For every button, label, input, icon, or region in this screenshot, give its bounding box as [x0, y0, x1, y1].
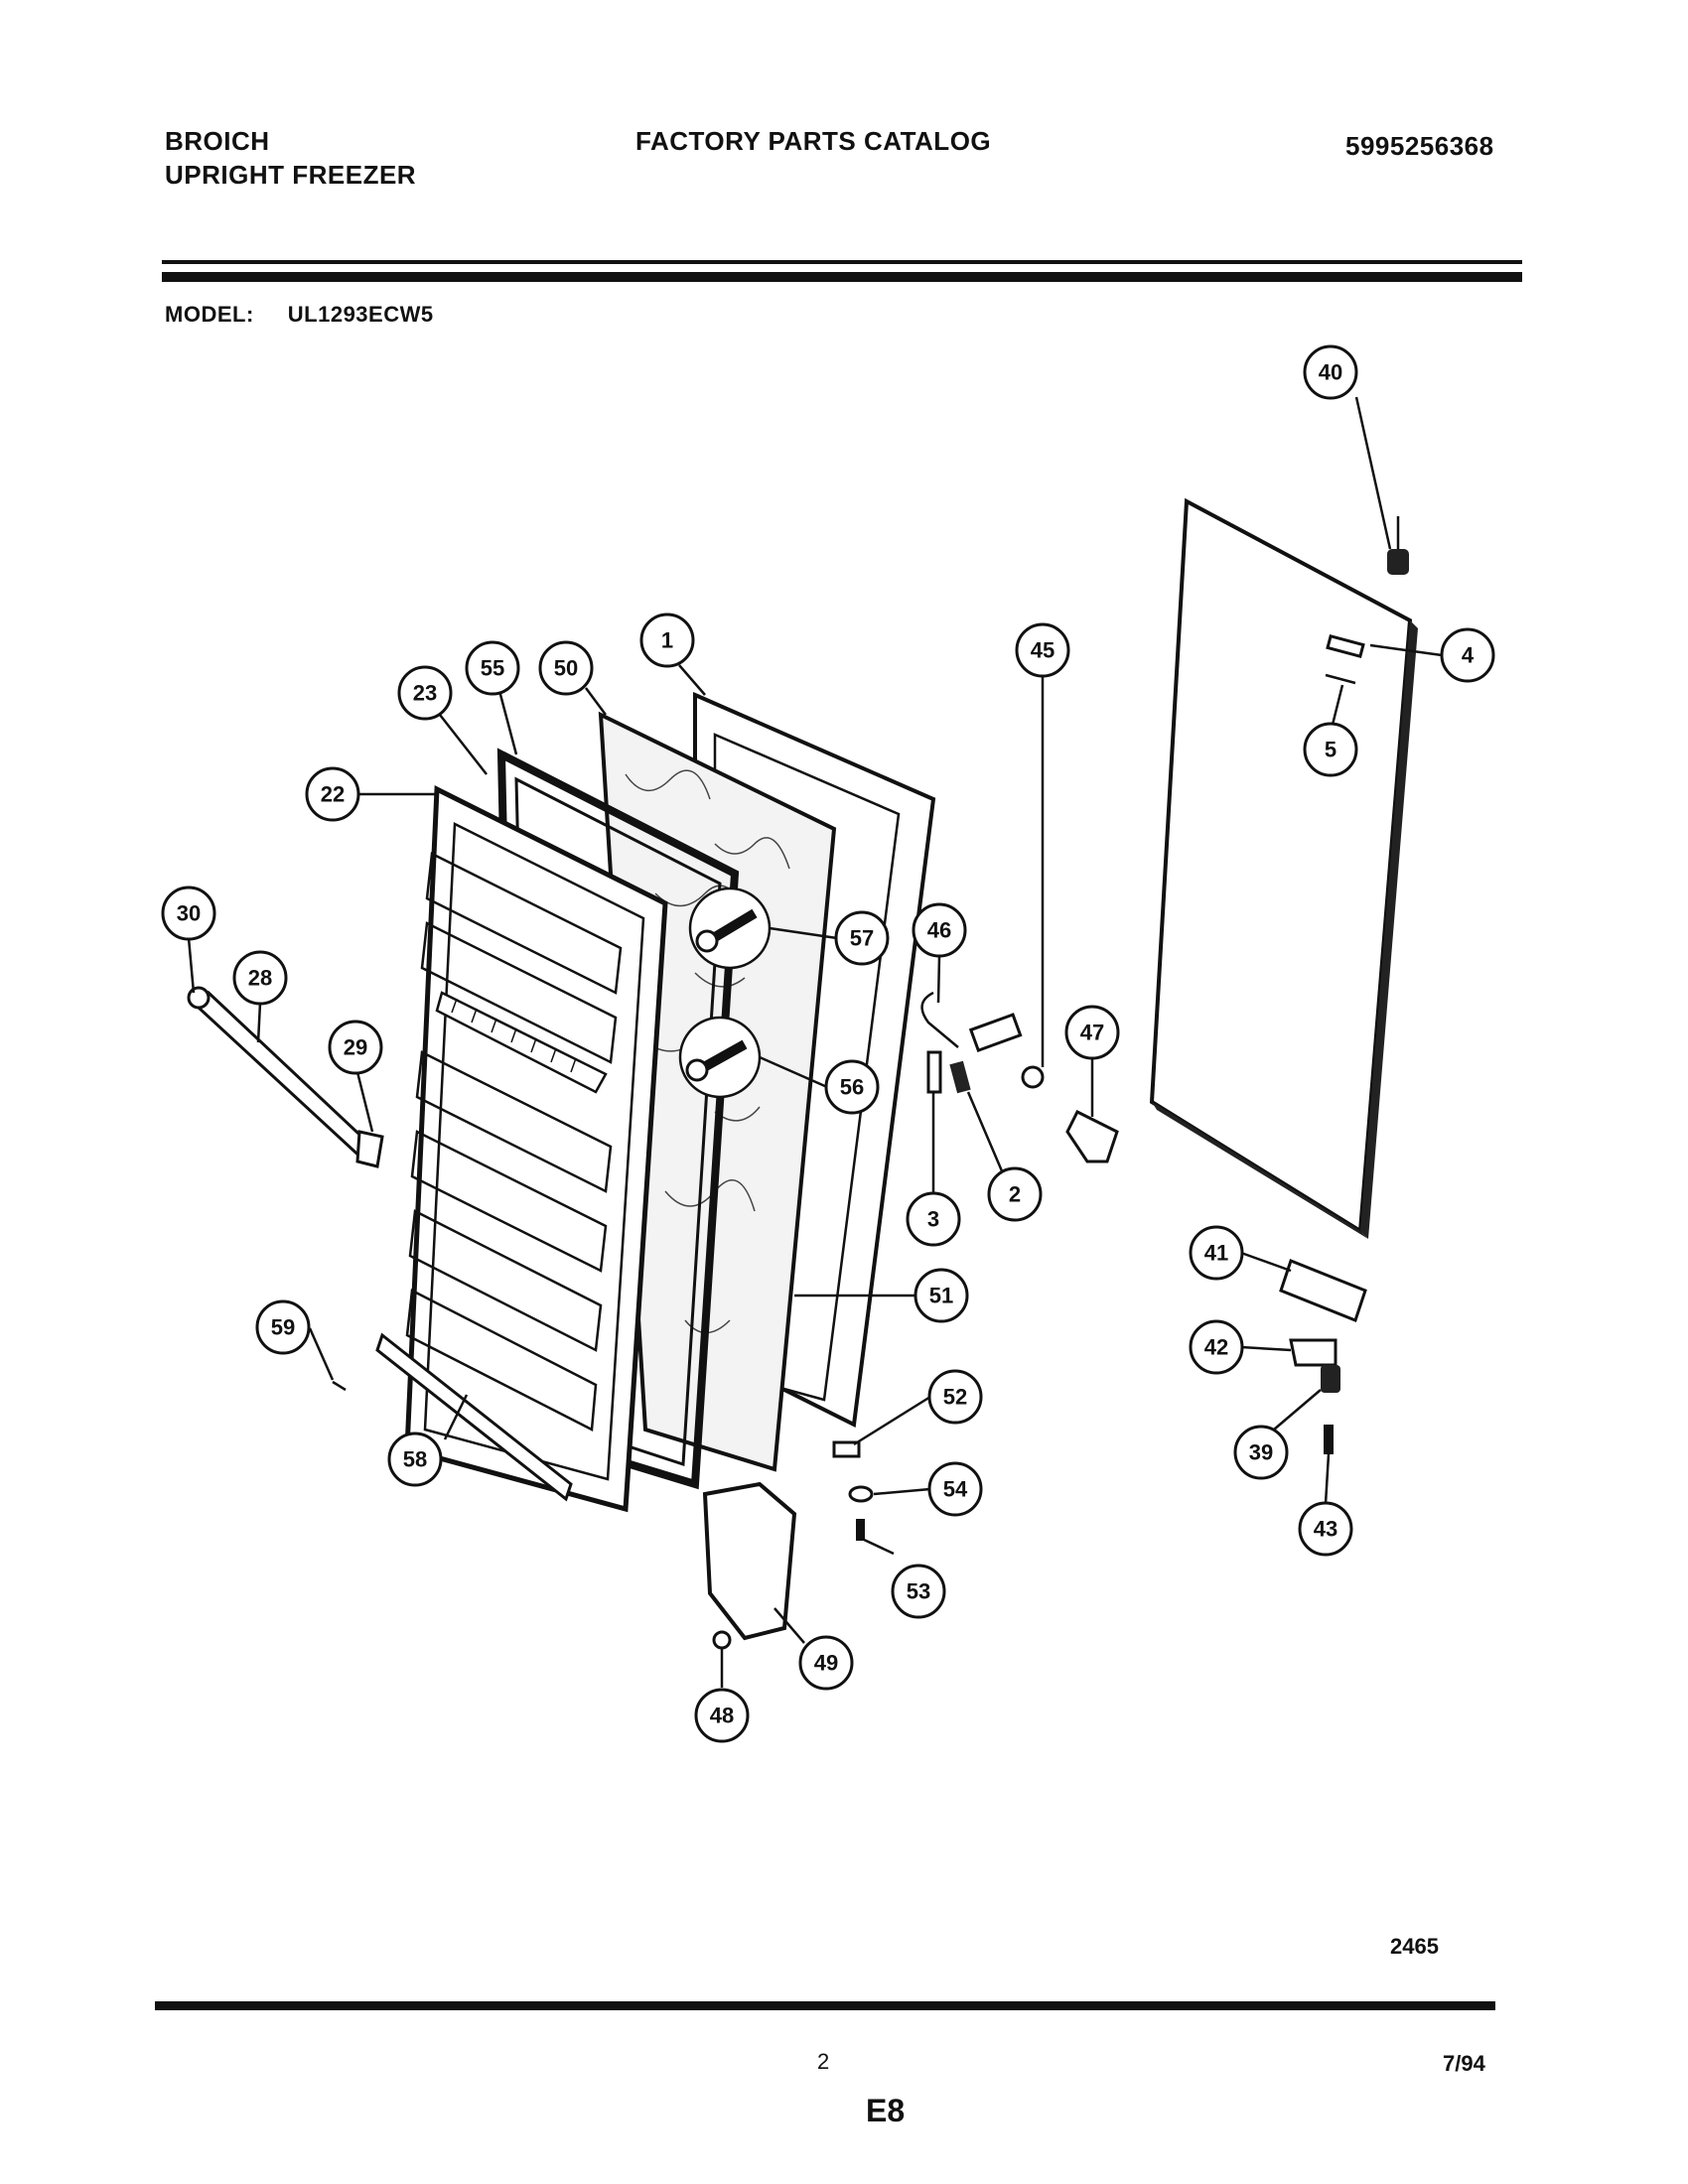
callout-50: 50	[538, 640, 594, 696]
screw-43	[1324, 1425, 1334, 1454]
callout-29: 29	[328, 1020, 383, 1075]
diagram-number: 2465	[1390, 1934, 1439, 1959]
callout-28: 28	[232, 950, 288, 1006]
svg-text:28: 28	[248, 966, 272, 991]
model-value: UL1293ECW5	[287, 302, 434, 327]
hinge-cover-49	[702, 1481, 797, 1641]
outer-door-panel	[1149, 497, 1418, 1239]
section-code: E8	[866, 2093, 906, 2128]
callout-22: 22	[305, 766, 360, 822]
callout-57: 57	[834, 910, 890, 966]
footer-rule	[155, 2001, 1495, 2010]
callout-45: 45	[1015, 622, 1070, 678]
door-bottom-trim	[375, 1332, 573, 1502]
svg-text:29: 29	[344, 1035, 367, 1060]
svg-text:52: 52	[943, 1385, 967, 1410]
nut-45	[1021, 1065, 1045, 1089]
brand-header: BROICH UPRIGHT FREEZER	[165, 124, 416, 192]
callout-23: 23	[397, 665, 453, 721]
callout-30: 30	[161, 886, 216, 941]
door-handle	[187, 986, 384, 1168]
screw-53	[856, 1519, 865, 1541]
catalog-title: FACTORY PARTS CATALOG	[635, 126, 992, 156]
callout-49: 49	[798, 1635, 854, 1691]
clip-2	[949, 1060, 971, 1094]
svg-text:2: 2	[1009, 1182, 1021, 1207]
inner-door-liner	[404, 785, 668, 1513]
door-screw-56	[678, 1016, 762, 1099]
callout-39: 39	[1233, 1425, 1289, 1480]
svg-text:50: 50	[554, 656, 578, 681]
svg-text:59: 59	[271, 1315, 295, 1340]
svg-text:22: 22	[321, 782, 345, 807]
svg-text:4: 4	[1462, 643, 1475, 668]
callout-53: 53	[891, 1564, 946, 1619]
callout-41: 41	[1189, 1225, 1244, 1281]
callout-51: 51	[914, 1268, 969, 1323]
model-line: MODEL: UL1293ECW5	[165, 298, 434, 332]
svg-text:42: 42	[1204, 1335, 1228, 1360]
svg-text:43: 43	[1314, 1517, 1337, 1542]
header-rule-thick	[162, 272, 1522, 282]
hinge-41	[1279, 1259, 1367, 1322]
svg-text:39: 39	[1249, 1440, 1273, 1465]
svg-text:58: 58	[403, 1447, 427, 1472]
clip-52	[832, 1440, 861, 1458]
svg-text:3: 3	[927, 1207, 939, 1232]
washer-54	[848, 1485, 874, 1503]
callout-47: 47	[1064, 1005, 1120, 1060]
screw-48	[712, 1630, 732, 1650]
callout-2: 2	[987, 1166, 1043, 1222]
svg-text:46: 46	[927, 918, 951, 943]
leader-lines	[187, 396, 1443, 1688]
callout-56: 56	[824, 1059, 880, 1115]
hinge-pin-40	[1387, 516, 1409, 575]
svg-text:54: 54	[943, 1477, 968, 1502]
svg-text:23: 23	[413, 681, 437, 706]
svg-text:56: 56	[840, 1075, 864, 1100]
svg-text:41: 41	[1204, 1241, 1228, 1266]
brand-name: BROICH	[165, 126, 270, 156]
catalog-date: 7/94	[1443, 2051, 1485, 2076]
callout-42: 42	[1189, 1319, 1244, 1375]
callout-46: 46	[912, 902, 967, 958]
callout-40: 40	[1303, 344, 1358, 400]
svg-text:55: 55	[481, 656, 504, 681]
svg-text:1: 1	[661, 628, 673, 653]
model-label: MODEL:	[165, 302, 254, 327]
callout-58: 58	[387, 1432, 443, 1487]
svg-text:57: 57	[850, 926, 874, 951]
callout-4: 4	[1440, 627, 1495, 683]
callout-1: 1	[639, 613, 695, 668]
product-type: UPRIGHT FREEZER	[165, 160, 417, 190]
svg-text:49: 49	[814, 1651, 838, 1676]
svg-text:40: 40	[1319, 360, 1342, 385]
callout-59: 59	[255, 1299, 311, 1355]
catalog-number: 5995256368	[1345, 131, 1494, 161]
svg-text:47: 47	[1080, 1021, 1104, 1045]
lock-cylinder-46	[920, 991, 1023, 1053]
svg-text:30: 30	[177, 901, 201, 926]
svg-text:53: 53	[907, 1579, 930, 1604]
callout-5: 5	[1303, 722, 1358, 777]
svg-text:48: 48	[710, 1704, 734, 1728]
svg-text:45: 45	[1031, 638, 1055, 663]
callout-48: 48	[694, 1688, 750, 1743]
header-rule-thin	[162, 260, 1522, 264]
svg-text:5: 5	[1325, 738, 1336, 762]
callout-43: 43	[1298, 1501, 1353, 1557]
door-screw-57	[688, 887, 772, 970]
callout-54: 54	[927, 1461, 983, 1517]
callout-3: 3	[906, 1191, 961, 1247]
hinge-42	[1289, 1338, 1337, 1367]
clip-3	[926, 1050, 942, 1094]
svg-text:51: 51	[929, 1284, 953, 1308]
page-number: 2	[817, 2049, 830, 2074]
callout-52: 52	[927, 1369, 983, 1425]
screw-59	[332, 1380, 347, 1392]
bushing-39	[1321, 1365, 1340, 1393]
callout-55: 55	[465, 640, 520, 696]
knob-47	[1065, 1109, 1119, 1163]
